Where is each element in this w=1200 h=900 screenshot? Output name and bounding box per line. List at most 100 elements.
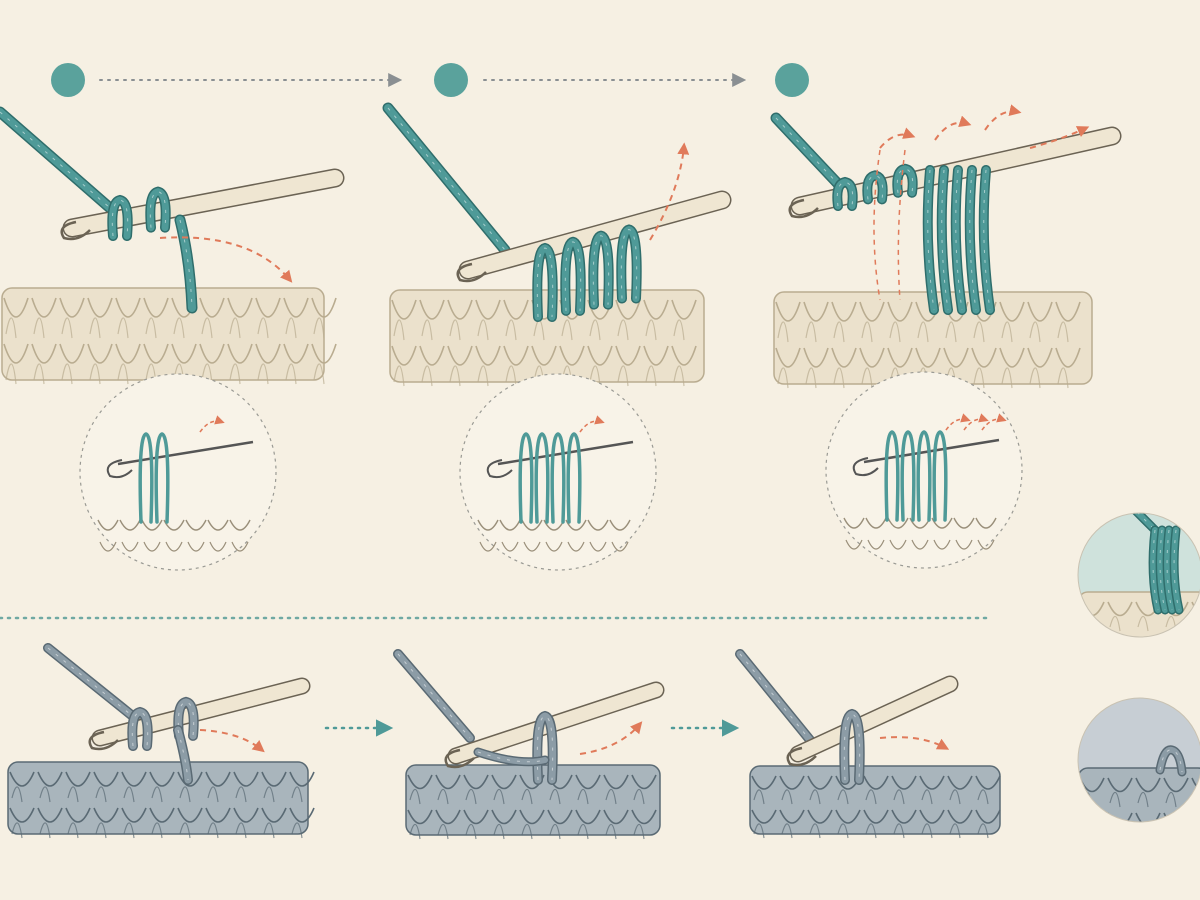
motion-arrow-icon bbox=[879, 736, 950, 750]
motion-arrow-icon bbox=[159, 236, 293, 283]
stitch-mark bbox=[1001, 321, 1013, 343]
yarn-twist bbox=[739, 653, 811, 741]
result-circle-rim bbox=[1077, 697, 1200, 823]
stitch-mark bbox=[779, 809, 805, 824]
stitch-mark bbox=[289, 771, 315, 787]
stitch-mark bbox=[1029, 367, 1041, 389]
stitch-mark bbox=[803, 347, 829, 368]
stitch-mark bbox=[807, 809, 833, 824]
step-6-illustration bbox=[735, 649, 1001, 839]
stitch-mark bbox=[409, 823, 421, 840]
stitch-mark bbox=[435, 774, 461, 790]
stitch-mark bbox=[311, 343, 337, 364]
detail-loop bbox=[138, 432, 154, 524]
stitch-mark bbox=[975, 775, 1001, 790]
stitch-mark bbox=[31, 343, 57, 364]
stitch-row bbox=[1078, 767, 1200, 822]
stitch-mark bbox=[673, 319, 685, 341]
detail-stitch bbox=[867, 539, 885, 550]
yarn-twist bbox=[1159, 529, 1166, 611]
crochet-hook bbox=[449, 683, 663, 763]
hook-tip bbox=[456, 262, 487, 283]
detail-motion-arrow-icon bbox=[945, 413, 971, 431]
detail-stitch bbox=[545, 541, 563, 552]
motion-arrow-icon bbox=[579, 721, 643, 755]
stitch-mark bbox=[5, 317, 17, 339]
stitch-mark bbox=[465, 823, 477, 840]
yarn-strand bbox=[617, 225, 641, 303]
stitch-mark bbox=[463, 774, 489, 790]
detail-stitch bbox=[99, 541, 117, 552]
stitch-mark bbox=[1166, 651, 1176, 666]
stitch-mark bbox=[117, 317, 129, 339]
stitch-mark bbox=[921, 789, 933, 805]
stitch-mark bbox=[1163, 636, 1189, 637]
yarn-twist bbox=[896, 168, 914, 193]
detail-stitch bbox=[587, 519, 609, 531]
stitch-mark bbox=[447, 345, 473, 366]
stitch-mark bbox=[521, 823, 533, 840]
stitch-mark bbox=[263, 786, 275, 803]
stitch-mark bbox=[947, 809, 973, 824]
stitch-mark bbox=[61, 363, 73, 385]
step-marker-2-icon bbox=[434, 63, 468, 97]
stitch-mark bbox=[643, 299, 669, 320]
stitch-mark bbox=[1057, 321, 1069, 343]
detail-loop bbox=[916, 430, 932, 522]
path-guide bbox=[897, 149, 906, 301]
stitch-mark bbox=[95, 786, 107, 803]
stitch-mark bbox=[775, 347, 801, 368]
stitch-mark bbox=[491, 809, 517, 825]
stitch-mark bbox=[477, 365, 489, 387]
stitch-mark bbox=[3, 297, 29, 318]
stitch-mark bbox=[261, 771, 287, 787]
stitch-mark bbox=[145, 317, 157, 339]
stitch-mark bbox=[781, 823, 793, 839]
detail-inset-2 bbox=[459, 373, 657, 571]
stitch-mark bbox=[779, 775, 805, 790]
stitch-mark bbox=[1191, 812, 1200, 822]
detail-loop bbox=[884, 430, 900, 522]
stitch-mark bbox=[115, 343, 141, 364]
detail-hook-tip bbox=[486, 459, 513, 479]
detail-stitch bbox=[523, 541, 541, 552]
stitch-mark bbox=[229, 317, 241, 339]
stitch-mark bbox=[1194, 651, 1200, 666]
stitch-mark bbox=[805, 321, 817, 343]
detail-stitch bbox=[589, 541, 607, 552]
detail-motion-arrow-icon bbox=[981, 413, 1007, 431]
detail-motion-arrow-icon bbox=[199, 415, 225, 433]
stitch-mark bbox=[407, 809, 433, 825]
stitch-mark bbox=[887, 301, 913, 322]
detail-stitch bbox=[889, 539, 907, 550]
stitch-mark bbox=[949, 789, 961, 805]
stitch-mark bbox=[117, 363, 129, 385]
stitch-mark bbox=[121, 807, 147, 823]
hook-tip bbox=[444, 748, 475, 769]
yarn-strand bbox=[174, 698, 198, 740]
stitch-mark bbox=[3, 343, 29, 364]
stitch-mark bbox=[59, 343, 85, 364]
detail-stitch bbox=[97, 519, 119, 531]
stitch-mark bbox=[975, 809, 1001, 824]
stitch-mark bbox=[233, 771, 259, 787]
detail-stitch bbox=[501, 541, 519, 552]
stitch-mark bbox=[549, 788, 561, 805]
result-circle-rim bbox=[1077, 512, 1200, 638]
yarn-twist bbox=[1173, 529, 1180, 611]
stitch-mark bbox=[179, 786, 191, 803]
detail-stitch bbox=[143, 541, 161, 552]
stitch-mark bbox=[407, 774, 433, 790]
yarn-twist bbox=[927, 169, 935, 311]
stitch-mark bbox=[143, 343, 169, 364]
stitch-mark bbox=[751, 809, 777, 824]
stitch-mark bbox=[263, 822, 275, 839]
stitch-row bbox=[1, 287, 325, 381]
step-marker-1-icon bbox=[51, 63, 85, 97]
stitch-mark bbox=[9, 771, 35, 787]
stitch-mark bbox=[575, 809, 601, 825]
stitch-mark bbox=[123, 822, 135, 839]
stitch-mark bbox=[1107, 777, 1133, 793]
stitch-mark bbox=[915, 347, 941, 368]
